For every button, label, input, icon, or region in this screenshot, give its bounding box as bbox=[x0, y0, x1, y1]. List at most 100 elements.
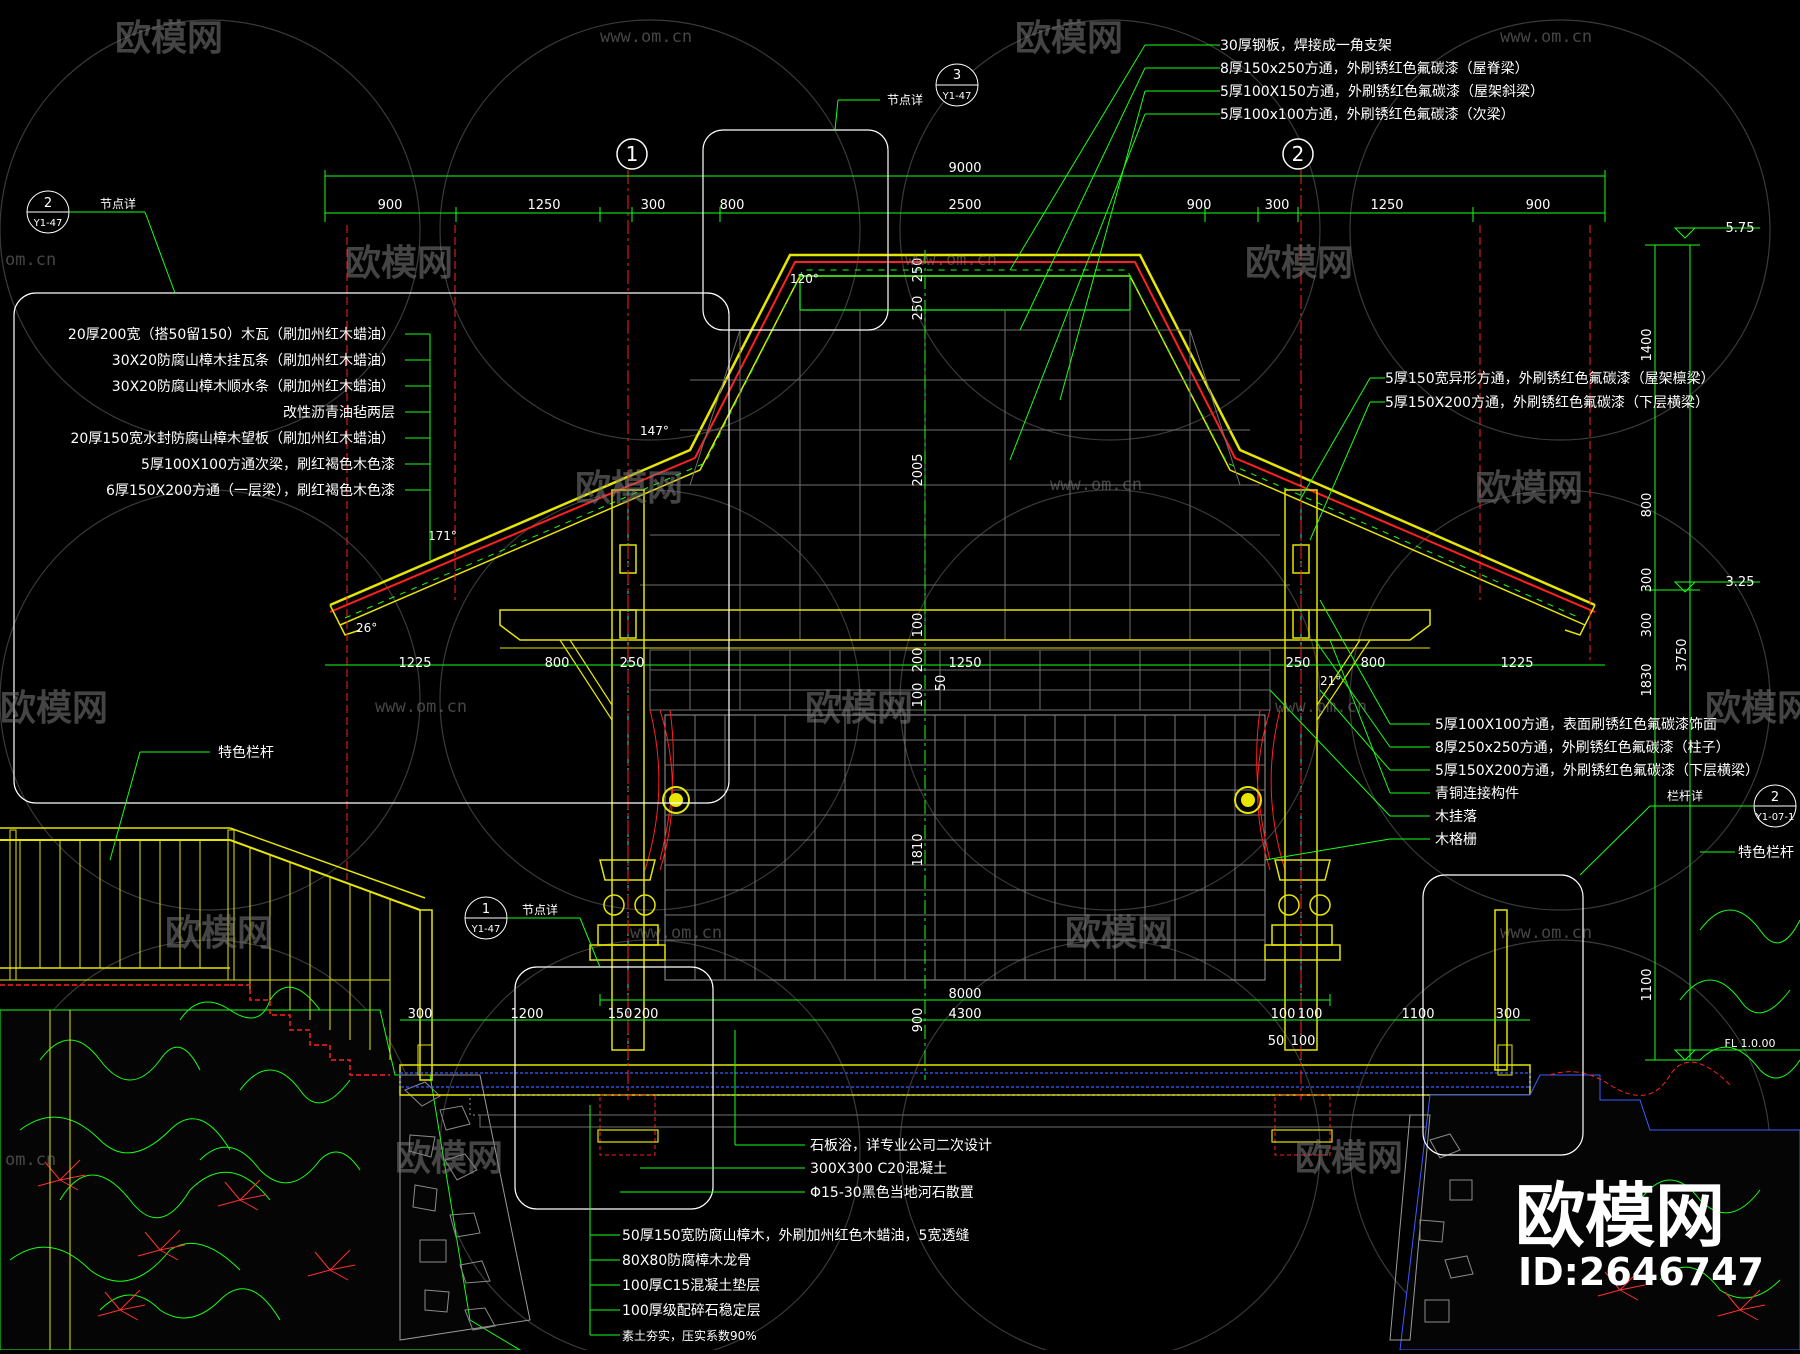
dim-floor-4: 200 bbox=[634, 1007, 659, 1022]
dimension-text-top: 9000 900 1250 300 800 2500 900 300 1250 … bbox=[378, 161, 1551, 213]
dim-floor-11: 100 bbox=[1291, 1034, 1316, 1049]
detail-callout-top: 3 Y1-47 节点详 bbox=[834, 63, 979, 131]
watermark-url-8: www.om.cn bbox=[1500, 923, 1592, 943]
angle-labels: 120° 147° 171° 26° 21° bbox=[356, 272, 1341, 688]
dim-v-mid3: 100 bbox=[911, 683, 926, 708]
detail-callout-base: 1 Y1-47 节点详 bbox=[464, 896, 601, 968]
callout-right-ref: Y1-07-1 bbox=[1755, 812, 1795, 823]
watermark-logo-6: 欧模网 bbox=[1475, 468, 1583, 509]
dim-v-roof-height: 2005 bbox=[911, 453, 926, 486]
note-right-upper-2: 5厚150X200方通，外刷锈红色氟碳漆（下层横梁） bbox=[1385, 394, 1709, 411]
watermark-logo-10: 欧模网 bbox=[165, 913, 273, 954]
brand-id: ID:2646747 bbox=[1518, 1250, 1764, 1294]
callout-base-num: 1 bbox=[482, 902, 490, 917]
dim-top-7: 300 bbox=[1265, 198, 1290, 213]
dim-v-ridge-top: 250 bbox=[911, 258, 926, 283]
dim-top-6: 900 bbox=[1187, 198, 1212, 213]
detail-frames bbox=[13, 129, 1584, 1210]
callout-left-label: 节点详 bbox=[100, 196, 136, 211]
callout-left-num: 2 bbox=[44, 196, 52, 211]
left-stair-railing bbox=[0, 827, 433, 1350]
detail-callout-right: 2 Y1-07-1 栏杆详 bbox=[1579, 784, 1797, 876]
watermark-logo-9: 欧模网 bbox=[1705, 688, 1800, 729]
note-right-upper-1: 5厚150宽异形方通，外刷锈红色氟碳漆（屋架檩梁） bbox=[1385, 370, 1715, 387]
dimension-lines-right bbox=[1645, 244, 1700, 1061]
dim-eave-5: 250 bbox=[1286, 656, 1311, 671]
watermark-logo-4: 欧模网 bbox=[1245, 243, 1353, 284]
watermark-url-4: www.om.cn bbox=[1050, 475, 1142, 495]
watermark-url-partial-1: om.cn bbox=[5, 250, 56, 270]
watermark-url-3: www.om.cn bbox=[905, 250, 997, 270]
dim-eave-1: 1225 bbox=[398, 656, 431, 671]
dim-v-ridge-band: 250 bbox=[911, 296, 926, 321]
level-top: 5.75 bbox=[1726, 221, 1755, 236]
note-top-2: 8厚150x250方通，外刷锈红色氟碳漆（屋脊梁） bbox=[1220, 60, 1529, 77]
dimension-text-right: 1400 800 300 300 1830 1100 3750 bbox=[1640, 328, 1690, 1001]
dim-v-mid2: 200 bbox=[911, 648, 926, 673]
watermarks: 欧模网 欧模网 欧模网 欧模网 欧模网 欧模网 欧模网 欧模网 欧模网 欧模网 … bbox=[0, 18, 1800, 1179]
note-right-lower-4: 青铜连接构件 bbox=[1435, 785, 1519, 802]
note-left-2: 30X20防腐山樟木挂瓦条（刷加州红木蜡油） bbox=[112, 352, 395, 369]
dim-r-3: 300 bbox=[1640, 568, 1655, 593]
callout-right-label: 栏杆详 bbox=[1667, 788, 1703, 803]
note-top-3: 5厚100X150方通，外刷锈红色氟碳漆（屋架斜梁） bbox=[1220, 83, 1544, 100]
watermark-url-7: www.om.cn bbox=[630, 923, 722, 943]
dim-r-6: 1100 bbox=[1640, 968, 1655, 1001]
dim-r-2: 800 bbox=[1640, 493, 1655, 518]
note-bottom-8: 素土夯实，压实系数90% bbox=[622, 1328, 757, 1343]
dimension-text-floor: 8000 300 1200 150 200 4300 100 100 1100 … bbox=[408, 987, 1521, 1049]
angle-2: 147° bbox=[640, 424, 669, 438]
note-top-1: 30厚钢板，焊接成一角支架 bbox=[1220, 37, 1392, 54]
note-bottom-7: 100厚级配碎石稳定层 bbox=[622, 1303, 761, 1319]
terrain-right bbox=[1389, 909, 1800, 1351]
note-right-lower-1: 5厚100X100方通，表面刷锈红色氟碳漆饰面 bbox=[1435, 716, 1717, 733]
watermark-url-5: www.om.cn bbox=[375, 697, 467, 717]
dim-eave-7: 1225 bbox=[1500, 656, 1533, 671]
note-top-4: 5厚100x100方通，外刷锈红色氟碳漆（次梁） bbox=[1220, 106, 1515, 123]
notes-right-lower-leaders bbox=[1264, 599, 1430, 861]
note-right-lower-3: 5厚150X200方通，外刷锈红色氟碳漆（下层横梁） bbox=[1435, 762, 1759, 779]
notes-bottom-leaders bbox=[589, 1030, 805, 1336]
notes-right-upper-leaders bbox=[1299, 377, 1385, 541]
dim-r-4: 300 bbox=[1640, 613, 1655, 638]
dim-floor-1: 300 bbox=[408, 1007, 433, 1022]
callout-top-ref: Y1-47 bbox=[942, 91, 972, 102]
dim-top-5: 2500 bbox=[948, 198, 981, 213]
axis-bubble-1: 1 bbox=[616, 138, 648, 170]
watermark-logo-7: 欧模网 bbox=[0, 688, 108, 729]
note-bottom-2: 300X300 C20混凝土 bbox=[810, 1161, 947, 1177]
note-left-3: 30X20防腐山樟木顺水条（刷加州红木蜡油） bbox=[112, 378, 395, 395]
callout-top-num: 3 bbox=[953, 68, 961, 83]
dimension-lines-floor bbox=[400, 994, 1530, 1021]
level-mid: 3.25 bbox=[1726, 575, 1755, 590]
axis-label-2: 2 bbox=[1292, 142, 1305, 166]
level-floor: FL 1.0.00 bbox=[1725, 1037, 1776, 1050]
dim-top-1: 900 bbox=[378, 198, 403, 213]
angle-5: 21° bbox=[1320, 674, 1341, 688]
dim-floor-5: 4300 bbox=[948, 1007, 981, 1022]
callout-left-ref: Y1-47 bbox=[33, 218, 63, 229]
dim-floor-3: 150 bbox=[608, 1007, 633, 1022]
detail-callout-left: 2 Y1-47 节点详 bbox=[26, 190, 176, 294]
dim-top-4: 800 bbox=[720, 198, 745, 213]
callout-base-label: 节点详 bbox=[522, 902, 558, 917]
dim-r-5: 1830 bbox=[1640, 663, 1655, 696]
watermark-logo-2: 欧模网 bbox=[1015, 18, 1123, 59]
notes-left: 20厚200宽（搭50留150）木瓦（刷加州红木蜡油） 30X20防腐山樟木挂瓦… bbox=[68, 326, 395, 499]
watermark-url-2: www.om.cn bbox=[1500, 27, 1592, 47]
notes-top-leaders bbox=[1009, 44, 1220, 461]
note-bottom-3: Φ15-30黑色当地河石散置 bbox=[810, 1184, 974, 1201]
dim-floor-2: 1200 bbox=[510, 1007, 543, 1022]
dim-r-total: 3750 bbox=[1675, 638, 1690, 671]
angle-3: 171° bbox=[428, 529, 457, 543]
angle-1: 120° bbox=[790, 272, 819, 286]
callout-right-num: 2 bbox=[1771, 790, 1779, 805]
axis-label-1: 1 bbox=[626, 142, 639, 166]
dim-floor-8: 1100 bbox=[1401, 1007, 1434, 1022]
dimension-text-eave: 1225 800 250 1250 250 800 1225 bbox=[398, 656, 1533, 671]
note-right-lower-6: 木格栅 bbox=[1435, 832, 1477, 848]
dim-eave-3: 250 bbox=[620, 656, 645, 671]
dim-floor-9: 300 bbox=[1496, 1007, 1521, 1022]
dimension-lines-top bbox=[324, 170, 1606, 222]
